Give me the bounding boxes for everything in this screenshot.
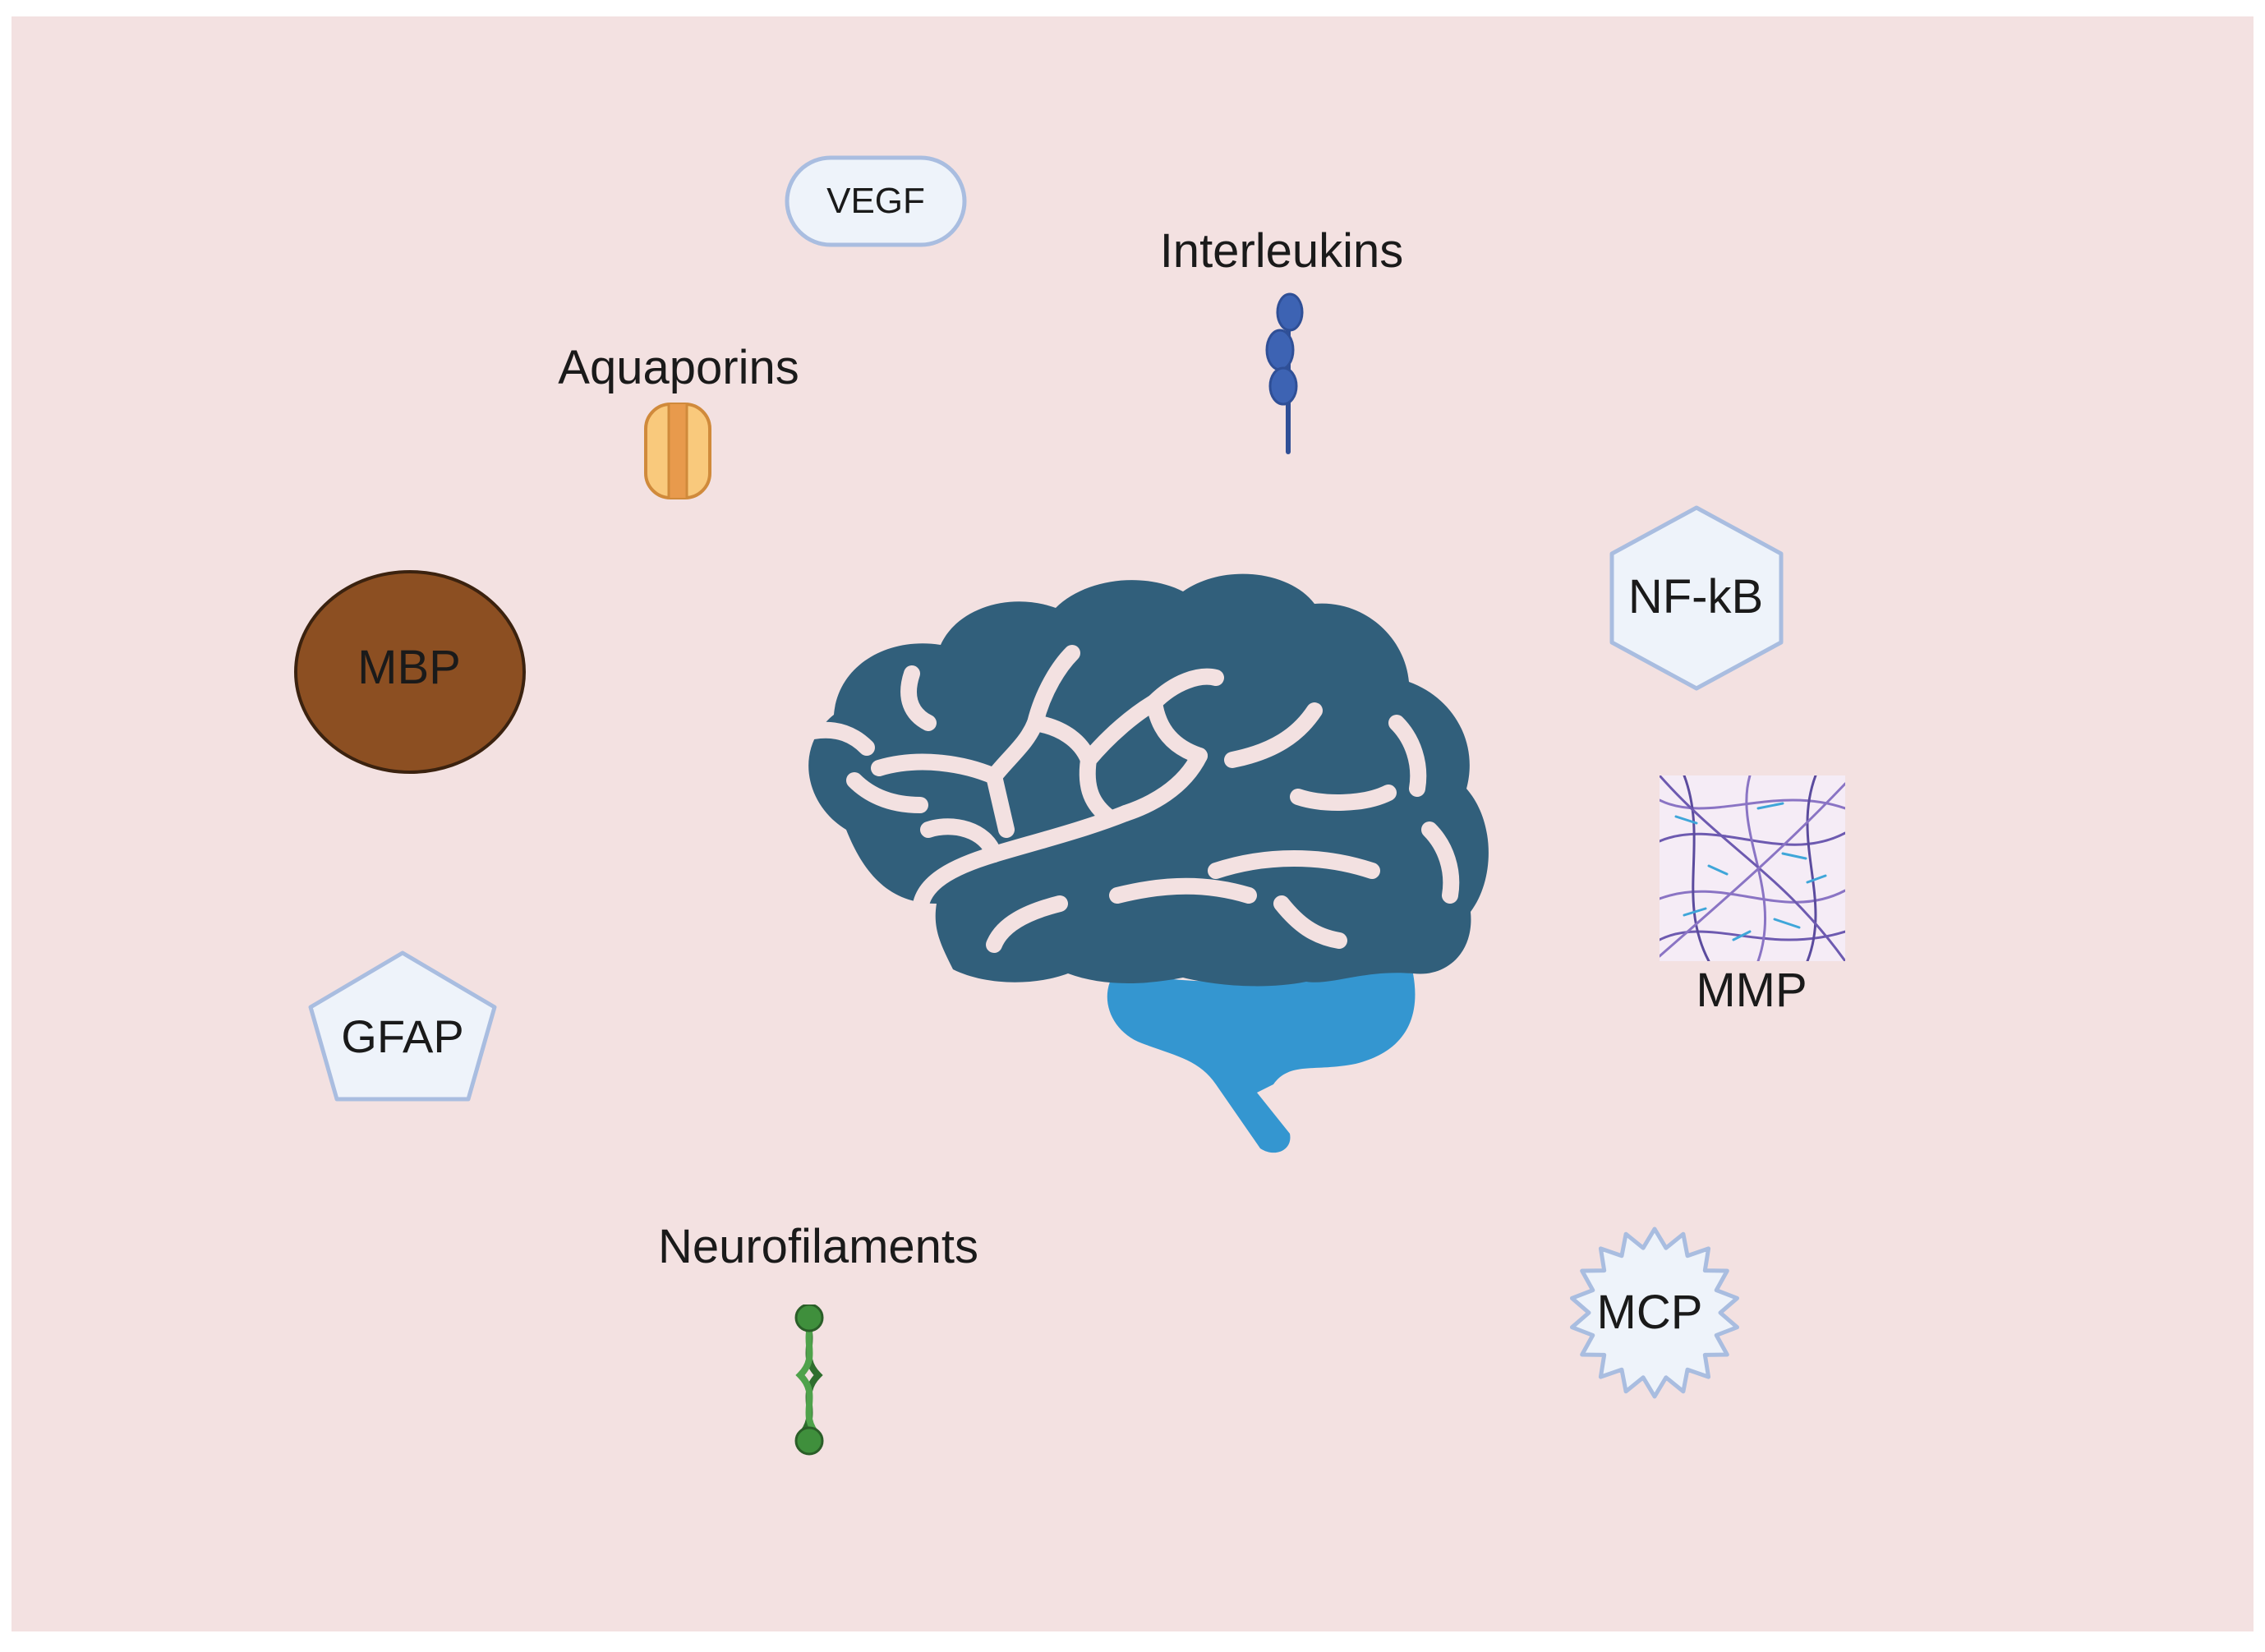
aquaporins-label: Aquaporins xyxy=(558,341,799,394)
extracellular-matrix-icon xyxy=(1660,775,1845,961)
nfkb-label: NF-kB xyxy=(1627,570,1764,624)
interleukins-label: Interleukins xyxy=(1159,224,1404,278)
neurofilament-icon xyxy=(794,1305,824,1456)
mcp-label: MCP xyxy=(1596,1286,1703,1339)
vegf-label: VEGF xyxy=(826,181,925,221)
mcp-starburst-shape xyxy=(1570,1226,1739,1399)
gfap-label: GFAP xyxy=(341,1010,464,1062)
mbp-circle-shape xyxy=(294,570,526,774)
neurofilaments-label: Neurofilaments xyxy=(657,1220,979,1273)
vegf-capsule-shape xyxy=(785,155,967,247)
mmp-label: MMP xyxy=(1696,964,1807,1017)
interleukin-icon xyxy=(1265,292,1304,454)
mbp-label: MBP xyxy=(357,641,461,694)
aquaporin-icon xyxy=(644,403,711,499)
gfap-pentagon-shape xyxy=(308,950,497,1102)
nfkb-hexagon-shape xyxy=(1609,505,1784,691)
brain-icon xyxy=(805,573,1489,1153)
